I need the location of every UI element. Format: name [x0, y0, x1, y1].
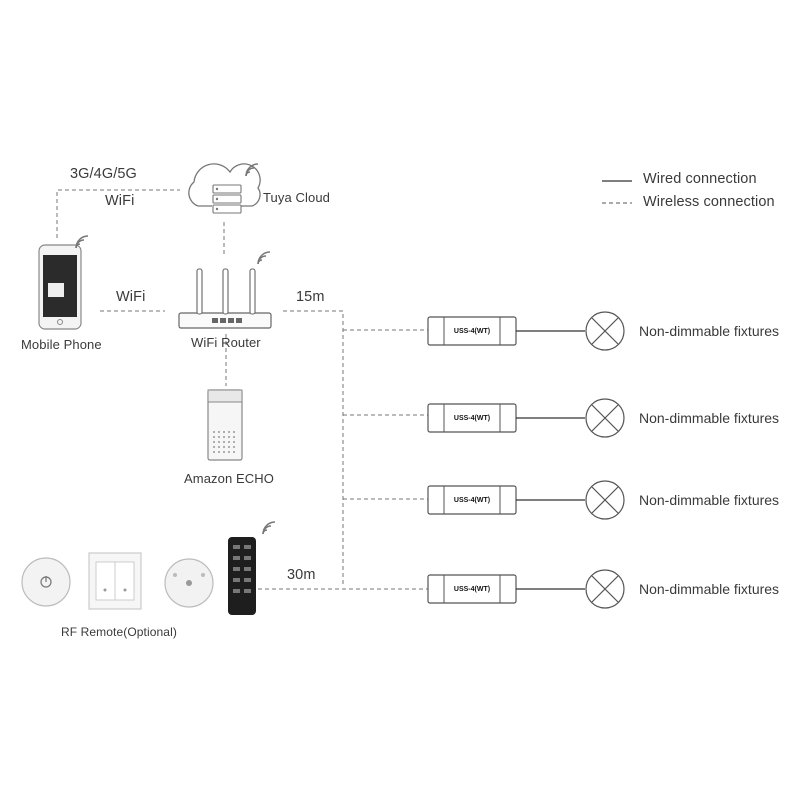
controller-model-label: USS-4(WT) — [454, 415, 490, 422]
distance-remote-label: 30m — [287, 567, 316, 583]
wireless-links — [56, 189, 428, 590]
fixture-label: Non-dimmable fixtures — [639, 410, 779, 426]
echo-icon — [207, 389, 243, 461]
controller-model-label: USS-4(WT) — [454, 497, 490, 504]
phone-icon — [38, 235, 89, 330]
wall-panel-icon — [88, 552, 142, 610]
phone-label: Mobile Phone — [21, 337, 102, 352]
light-fixture-icon — [585, 569, 625, 609]
wifi-cloud-label: WiFi — [105, 193, 135, 209]
fixture-label: Non-dimmable fixtures — [639, 581, 779, 597]
cloud-label: Tuya Cloud — [263, 190, 330, 205]
controllers-group: USS-4(WT)Non-dimmable fixturesUSS-4(WT)N… — [427, 311, 779, 609]
echo-label: Amazon ECHO — [184, 471, 274, 486]
legend-wired-label: Wired connection — [643, 171, 757, 187]
controller-row: USS-4(WT) Non-dimmable fixtures — [427, 311, 779, 351]
router-trunk-link — [283, 310, 344, 586]
controller-row: USS-4(WT) Non-dimmable fixtures — [427, 480, 779, 520]
controller-row: USS-4(WT) Non-dimmable fixtures — [427, 569, 779, 609]
controller-model-label: USS-4(WT) — [454, 328, 490, 335]
phone-cloud-link — [56, 189, 180, 238]
router-icon — [178, 251, 272, 329]
legend-wireless-label: Wireless connection — [643, 194, 775, 210]
light-fixture-icon — [585, 398, 625, 438]
fixture-label: Non-dimmable fixtures — [639, 492, 779, 508]
handheld-remote-icon — [228, 521, 276, 615]
disc-remote-icon — [164, 558, 214, 608]
fixture-label: Non-dimmable fixtures — [639, 323, 779, 339]
cloud-icon — [188, 163, 261, 214]
distance-router-label: 15m — [296, 289, 325, 305]
rf-remote-label: RF Remote(Optional) — [61, 625, 177, 639]
cellular-label: 3G/4G/5G — [70, 166, 137, 182]
light-fixture-icon — [585, 480, 625, 520]
round-remote-icon — [21, 557, 71, 607]
controller-box — [427, 316, 517, 346]
wifi-phone-label: WiFi — [116, 289, 146, 305]
controller-model-label: USS-4(WT) — [454, 586, 490, 593]
router-label: WiFi Router — [191, 335, 261, 350]
controller-row: USS-4(WT) Non-dimmable fixtures — [427, 398, 779, 438]
light-fixture-icon — [585, 311, 625, 351]
